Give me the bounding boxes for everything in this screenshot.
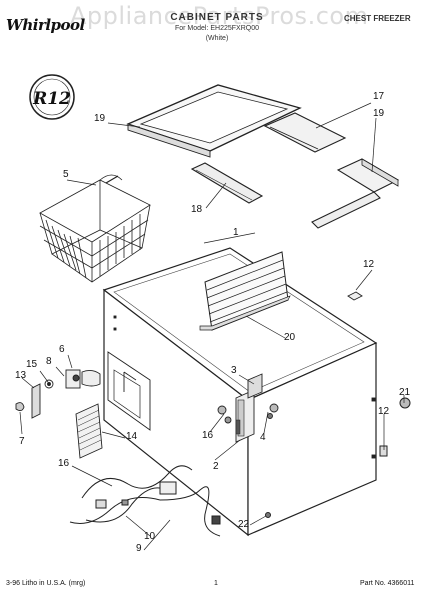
callout-4: 4	[260, 432, 266, 443]
callout-10: 10	[144, 531, 156, 542]
footer-part-number: Part No. 4366011	[360, 580, 415, 587]
callout-19-left: 19	[94, 113, 106, 124]
callout-5: 5	[63, 169, 69, 180]
product-name: CHEST FREEZER	[344, 14, 411, 23]
thermostat-assembly	[217, 373, 279, 443]
callout-6: 6	[59, 344, 65, 355]
watermark: AppliancePartsPros.com	[70, 2, 369, 30]
callout-1: 1	[233, 227, 239, 238]
callout-3: 3	[231, 365, 237, 376]
callout-2: 2	[213, 461, 219, 472]
brand-logo: Whirlpool	[6, 16, 85, 34]
footer-litho: 3-96 Litho in U.S.A. (mrg)	[6, 580, 86, 587]
callout-16-center: 16	[202, 430, 214, 441]
lid-gasket-frame	[126, 84, 400, 229]
footer-page-number: 1	[214, 580, 218, 587]
callout-12-top: 12	[363, 259, 375, 270]
callout-18: 18	[191, 204, 203, 215]
callout-21: 21	[399, 387, 411, 398]
callout-13: 13	[15, 370, 27, 381]
callout-9: 9	[136, 543, 142, 554]
wire-basket	[39, 174, 151, 283]
callout-7: 7	[19, 436, 25, 447]
badge-text: R12	[32, 89, 71, 109]
callout-8: 8	[46, 356, 52, 367]
r12-badge: R12	[29, 74, 75, 120]
callout-19-right: 19	[373, 108, 385, 119]
callout-17: 17	[373, 91, 385, 102]
grille	[75, 403, 103, 459]
model-line: For Model: EH225FXRQ00	[174, 25, 260, 32]
color-line: (White)	[205, 35, 229, 42]
callout-20: 20	[284, 332, 296, 343]
callout-12-bottom: 12	[378, 406, 390, 417]
callout-15: 15	[26, 359, 38, 370]
cabinet	[102, 247, 378, 537]
page-title: CABINET PARTS	[170, 12, 264, 23]
callout-22: 22	[238, 519, 250, 530]
leader-lines	[19, 102, 405, 551]
callout-16-left: 16	[58, 458, 70, 469]
divider-panel	[199, 251, 291, 331]
callout-14: 14	[126, 431, 138, 442]
wiring-harness	[69, 397, 411, 537]
hinge-bracket-top	[347, 291, 363, 301]
light-switch-parts	[15, 369, 101, 419]
